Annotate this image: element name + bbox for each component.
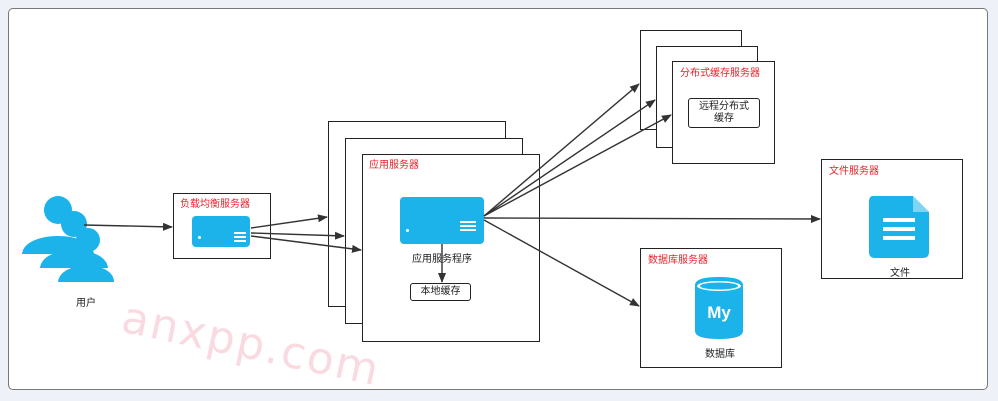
file-label: 文件 — [890, 268, 910, 279]
arrow-lb-to-app3 — [250, 235, 362, 253]
user-label: 用户 — [76, 298, 96, 309]
distributed-cache-title: 分布式缓存服务器 — [680, 68, 760, 79]
app-server-box — [362, 154, 540, 342]
app-server-title: 应用服务器 — [369, 160, 419, 171]
arrow-app-to-cache2 — [483, 99, 656, 217]
app-server-icon — [400, 197, 484, 244]
file-server-title: 文件服务器 — [829, 166, 879, 177]
arrow-app-to-cache1 — [483, 83, 640, 217]
arrow-lb-to-app2 — [250, 231, 345, 240]
mysql-database-icon — [695, 277, 743, 339]
arrow-app-to-file — [483, 214, 821, 223]
db-label: 数据库 — [705, 349, 735, 360]
local-cache-label: 本地缓存 — [420, 286, 461, 297]
file-icon — [869, 196, 929, 258]
remote-cache-label: 远程分布式 缓存 — [699, 101, 749, 124]
db-server-title: 数据库服务器 — [648, 255, 708, 266]
arrow-app-to-db — [483, 219, 640, 307]
remote-cache-box: 远程分布式 缓存 — [688, 98, 760, 128]
local-cache-box: 本地缓存 — [410, 283, 471, 301]
arrow-app-to-cache3 — [483, 114, 672, 217]
load-balancer-server-icon — [192, 216, 250, 247]
arrow-user-to-lb — [83, 222, 173, 231]
users-icon — [22, 196, 114, 282]
db-icon-text: My — [707, 303, 731, 322]
load-balancer-title: 负载均衡服务器 — [180, 199, 250, 210]
arrow-lb-to-app1 — [250, 214, 328, 229]
